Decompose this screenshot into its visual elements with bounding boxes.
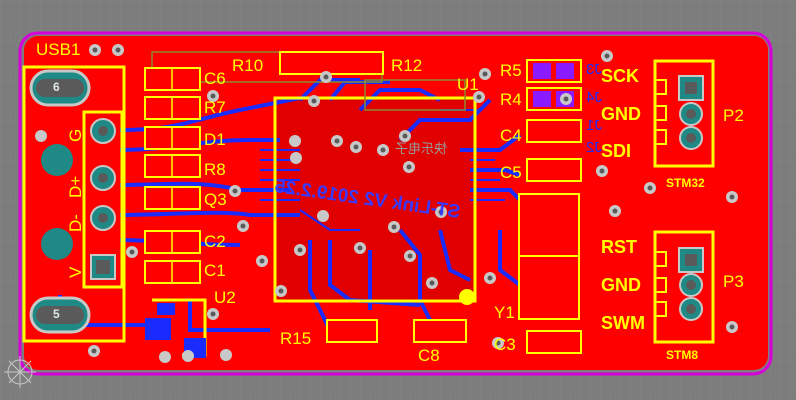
p2-label: P2 (723, 106, 744, 125)
u1-label: U1 (457, 75, 479, 94)
header-p2 (653, 59, 715, 168)
p2-pin-sck: SCK (601, 66, 640, 86)
usb-pin-dplus: D+ (66, 175, 85, 198)
mirrored-ref-j3: J3 (586, 61, 602, 78)
r7-label: R7 (204, 98, 226, 117)
p3-pin-gnd: GND (601, 275, 641, 295)
c6-label: C6 (204, 69, 226, 88)
top-smd-pads (279, 51, 384, 75)
r8-label: R8 (204, 160, 226, 179)
u1-pin1-marker (459, 289, 475, 305)
c5-label: C5 (500, 163, 522, 182)
r10-label: R10 (232, 56, 264, 75)
r15-label: R15 (280, 329, 312, 348)
usb-shield-pin-5: 5 (53, 307, 60, 321)
y1-label: Y1 (494, 303, 515, 322)
p3-pin-swm: SWM (601, 313, 645, 333)
vias (35, 44, 738, 363)
usb-pin-g: G (66, 128, 85, 142)
u2-label: U2 (214, 288, 236, 307)
c2-label: C2 (204, 232, 226, 251)
r12-label: R12 (391, 56, 423, 75)
origin-marker (4, 356, 36, 388)
usb-pin-dminus: D- (66, 214, 85, 232)
p2-pin-gnd: GND (601, 104, 641, 124)
bottom-layer-cn-text: 快乐电子 (395, 141, 448, 156)
p3-label: P3 (723, 272, 744, 291)
r5-label: R5 (500, 61, 522, 80)
c4-label: C4 (500, 126, 522, 145)
r4-label: R4 (500, 90, 522, 109)
mirrored-ref-j4: J4 (586, 89, 602, 106)
p3-pin-rst: RST (601, 237, 637, 257)
usb-shield-pin-6: 6 (53, 80, 60, 94)
board-outline (18, 31, 773, 376)
q3-label: Q3 (204, 190, 227, 209)
mirrored-ref-j2: J2 (586, 139, 602, 156)
p2-header-name: STM32 (666, 176, 705, 190)
c3-label: C3 (494, 335, 516, 354)
header-p3 (653, 230, 715, 344)
usb-connector (22, 65, 126, 343)
usb1-label: USB1 (36, 40, 81, 59)
u1-outline (273, 96, 477, 303)
mirrored-ref-j1: J1 (586, 117, 602, 134)
d1-label: D1 (204, 130, 226, 149)
p3-header-name: STM8 (666, 348, 699, 362)
usb-pin-v: V (66, 266, 85, 278)
c1-label: C1 (204, 261, 226, 280)
p2-pin-sdi: SDI (601, 141, 632, 161)
c8-label: C8 (418, 346, 440, 365)
